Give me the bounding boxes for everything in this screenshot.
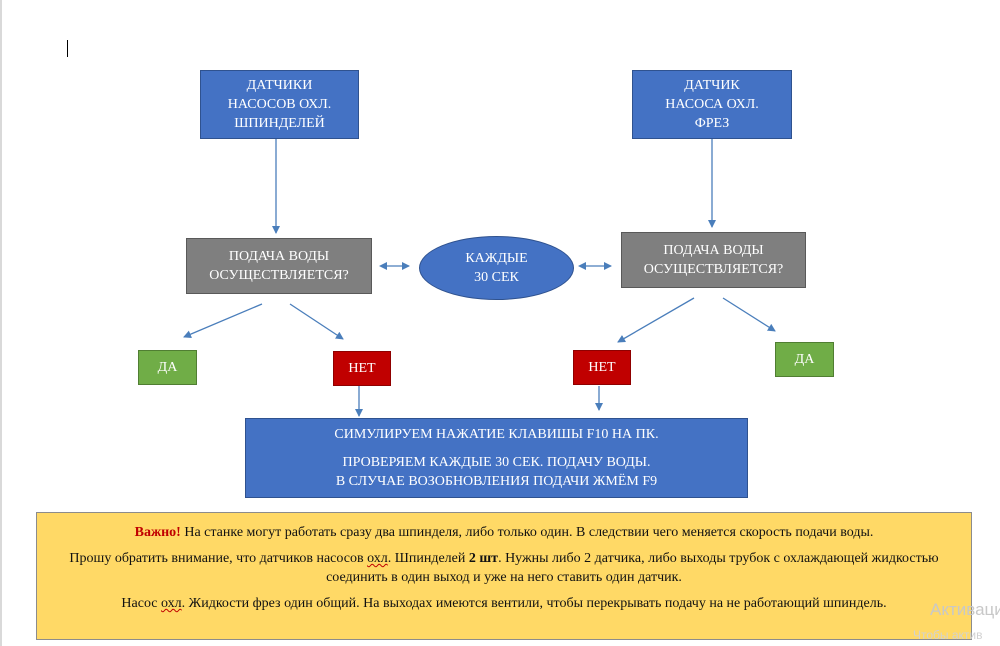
page-left-edge	[0, 0, 2, 646]
node-text: НЕТ	[348, 361, 376, 376]
note-paragraph-1: Важно! На станке могут работать сразу дв…	[51, 523, 957, 542]
node-timer: КАЖДЫЕ 30 СЕК	[419, 236, 574, 300]
note-box: Важно! На станке могут работать сразу дв…	[36, 512, 972, 640]
action-line-3: В СЛУЧАЕ ВОЗОБНОВЛЕНИЯ ПОДАЧИ ЖМЁМ F9	[335, 474, 658, 489]
note-paragraph-3: Насос охл. Жидкости фрез один общий. На …	[51, 594, 957, 613]
note-spellcheck-word: охл	[367, 551, 388, 566]
node-check-right: ПОДАЧА ВОДЫ ОСУЩЕСТВЛЯЕТСЯ?	[621, 232, 806, 288]
action-line-1: СИМУЛИРУЕМ НАЖАТИЕ КЛАВИШЫ F10 НА ПК.	[334, 427, 659, 442]
note-bold-count: 2 шт	[468, 551, 499, 566]
node-no-right: НЕТ	[573, 350, 631, 385]
node-sensors-spindle: ДАТЧИКИ НАСОСОВ ОХЛ. ШПИНДЕЛЕЙ	[200, 70, 359, 139]
node-text: ФРЕЗ	[694, 116, 730, 131]
arrow-check-right-to-no	[617, 297, 695, 343]
node-yes-left: ДА	[138, 350, 197, 385]
note-text: Прошу обратить внимание, что датчиков на…	[69, 551, 368, 566]
node-check-left: ПОДАЧА ВОДЫ ОСУЩЕСТВЛЯЕТСЯ?	[186, 238, 372, 294]
node-yes-right: ДА	[775, 342, 834, 377]
node-text: ПОДАЧА ВОДЫ	[228, 249, 330, 264]
node-text: ШПИНДЕЛЕЙ	[234, 116, 325, 131]
note-paragraph-2: Прошу обратить внимание, что датчиков на…	[51, 549, 957, 587]
arrow-check-right-to-yes	[722, 297, 776, 332]
node-text: ОСУЩЕСТВЛЯЕТСЯ?	[643, 262, 784, 277]
node-text: 30 СЕК	[474, 270, 519, 285]
note-text: Насос	[121, 596, 162, 611]
activation-watermark-subtitle: Чтобы актив	[913, 628, 983, 642]
text-cursor	[67, 40, 68, 57]
node-text: ДА	[794, 352, 815, 367]
node-text: ДА	[157, 360, 178, 375]
note-spellcheck-word: охл	[161, 596, 182, 611]
activation-watermark-title: Активаци	[930, 600, 1000, 619]
action-line-2: ПРОВЕРЯЕМ КАЖДЫЕ 30 СЕК. ПОДАЧУ ВОДЫ.	[342, 455, 651, 470]
node-sensor-mill: ДАТЧИК НАСОСА ОХЛ. ФРЕЗ	[632, 70, 792, 139]
node-no-left: НЕТ	[333, 351, 391, 386]
node-text: ДАТЧИК	[684, 78, 740, 93]
note-text: . Шпинделей	[387, 551, 469, 566]
node-text: ПОДАЧА ВОДЫ	[663, 243, 764, 258]
node-text: НЕТ	[588, 360, 616, 375]
node-text: НАСОСА ОХЛ.	[665, 97, 759, 112]
node-text: НАСОСОВ ОХЛ.	[227, 97, 332, 112]
node-action: СИМУЛИРУЕМ НАЖАТИЕ КЛАВИШЫ F10 НА ПК. ПР…	[245, 418, 748, 498]
note-important-label: Важно!	[134, 525, 181, 540]
node-text: КАЖДЫЕ	[465, 251, 528, 266]
arrow-check-left-to-yes	[183, 303, 263, 338]
node-text: ОСУЩЕСТВЛЯЕТСЯ?	[209, 268, 349, 283]
note-text: . Нужны либо 2 датчика, либо выходы труб…	[326, 551, 939, 585]
note-text: На станке могут работать сразу два шпинд…	[180, 525, 874, 540]
arrow-check-left-to-no	[289, 303, 344, 340]
node-text: ДАТЧИКИ	[246, 78, 313, 93]
note-text: . Жидкости фрез один общий. На выходах и…	[181, 596, 887, 611]
